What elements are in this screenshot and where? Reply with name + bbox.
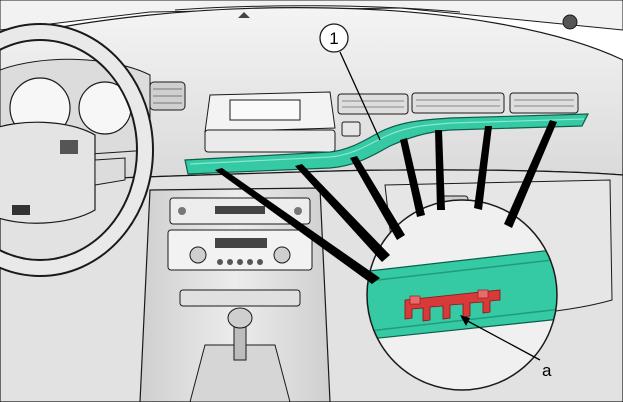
zoom-inset (366, 199, 558, 391)
speaker-grille (562, 14, 578, 30)
centre-display (229, 99, 301, 121)
radio-unit-icon (167, 197, 313, 271)
leader-rays (215, 120, 557, 284)
console-tray (179, 289, 301, 307)
sensor-bump (238, 12, 250, 18)
steering-wheel-icon (0, 23, 154, 277)
callout-1-circle (319, 23, 349, 53)
storage-compartment (204, 129, 336, 153)
gear-lever-icon (189, 307, 291, 402)
defroster-slot (174, 5, 461, 13)
callout-1-leader (339, 51, 381, 141)
callout-1-label: 1 (329, 29, 338, 48)
callout-a-leader (461, 317, 541, 361)
trim-strip-highlight (189, 118, 585, 165)
air-vent-icon (337, 93, 409, 115)
callout-a-arrowhead (460, 315, 470, 326)
air-vent-icon (509, 92, 579, 114)
clip-icon (404, 289, 501, 322)
callout-a-label: a (542, 361, 552, 380)
air-vent-icon (411, 92, 505, 114)
small-button (341, 121, 361, 137)
